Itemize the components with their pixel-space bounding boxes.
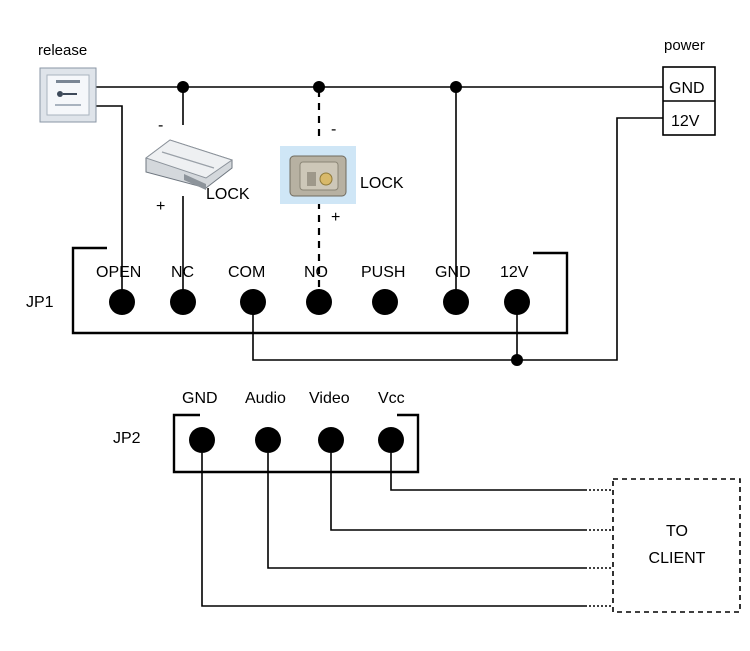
jp2-pin-label-vcc: Vcc <box>378 390 405 407</box>
jp2-pin-audio <box>255 427 281 453</box>
jp1-pin-open <box>109 289 135 315</box>
wires <box>96 86 663 361</box>
client-wires <box>201 453 612 607</box>
client-box: TO CLIENT <box>612 478 741 613</box>
strike-minus: - <box>331 121 336 138</box>
jp2-label: JP2 <box>113 430 141 447</box>
junction-no <box>313 81 325 93</box>
power-gnd-label: GND <box>669 80 705 97</box>
strike-label: LOCK <box>360 175 404 192</box>
strike-face <box>299 161 339 191</box>
jp1-pin-label-com: COM <box>228 264 265 281</box>
jp1-pin-nc <box>170 289 196 315</box>
jp1-pin-no <box>306 289 332 315</box>
jp1-pin-12v <box>504 289 530 315</box>
jp1-pin-gnd <box>443 289 469 315</box>
jp2-pin-gnd <box>189 427 215 453</box>
electric-strike: - + LOCK <box>280 121 404 226</box>
client-line1: TO <box>666 523 688 540</box>
jp1-pin-push <box>372 289 398 315</box>
release-button: release <box>38 42 97 123</box>
strike-cylinder-icon <box>319 172 333 186</box>
jp1-label: JP1 <box>26 294 54 311</box>
jp2-frame <box>172 413 420 474</box>
jp1-pin-label-no: NO <box>304 264 328 281</box>
release-key-shaft <box>63 93 77 95</box>
junction-gnd <box>450 81 462 93</box>
audio-client-wire <box>267 453 585 569</box>
strike-plus: + <box>331 209 340 226</box>
release-open-wire <box>96 105 123 300</box>
release-exit-line <box>55 104 81 106</box>
junction-nc <box>177 81 189 93</box>
jp2-pin-vcc <box>378 427 404 453</box>
junctions <box>177 81 523 366</box>
gnd-client-wire <box>201 453 585 607</box>
power-box: power GND 12V <box>662 37 716 136</box>
release-key-icon <box>57 91 63 97</box>
jp2-connector: JP2 GND Audio Video Vcc <box>113 390 420 474</box>
jp1-connector: JP1 OPEN NC COM NO PUSH GND 12V <box>26 246 569 335</box>
jp2-pin-label-audio: Audio <box>245 390 286 407</box>
maglock-label: LOCK <box>206 186 250 203</box>
jp2-pin-label-gnd: GND <box>182 390 218 407</box>
release-text-line <box>56 80 80 83</box>
maglock: - + LOCK <box>144 117 250 215</box>
maglock-foot <box>184 174 206 190</box>
jp2-pin-label-video: Video <box>309 390 350 407</box>
jp2-pin-video <box>318 427 344 453</box>
maglock-top <box>144 139 234 179</box>
power-12v-label: 12V <box>671 113 700 130</box>
jp1-pin-label-push: PUSH <box>361 264 405 281</box>
jp1-pin-label-gnd: GND <box>435 264 471 281</box>
power-label: power <box>664 37 705 54</box>
maglock-groove <box>161 151 215 169</box>
vcc-client-wire <box>390 453 585 491</box>
jp1-pin-label-nc: NC <box>171 264 194 281</box>
jp1-pin-label-12v: 12V <box>500 264 529 281</box>
client-line2: CLIENT <box>649 550 706 567</box>
release-label: release <box>38 42 87 59</box>
junction-12v <box>511 354 523 366</box>
client-frame <box>612 478 741 613</box>
maglock-minus: - <box>158 117 163 134</box>
video-client-wire <box>330 453 585 531</box>
jp1-frame <box>71 246 569 335</box>
strike-latch <box>307 172 316 186</box>
jp1-pin-label-open: OPEN <box>96 264 141 281</box>
com-12v-wire <box>252 117 663 361</box>
maglock-plus: + <box>156 198 165 215</box>
jp1-pin-com <box>240 289 266 315</box>
